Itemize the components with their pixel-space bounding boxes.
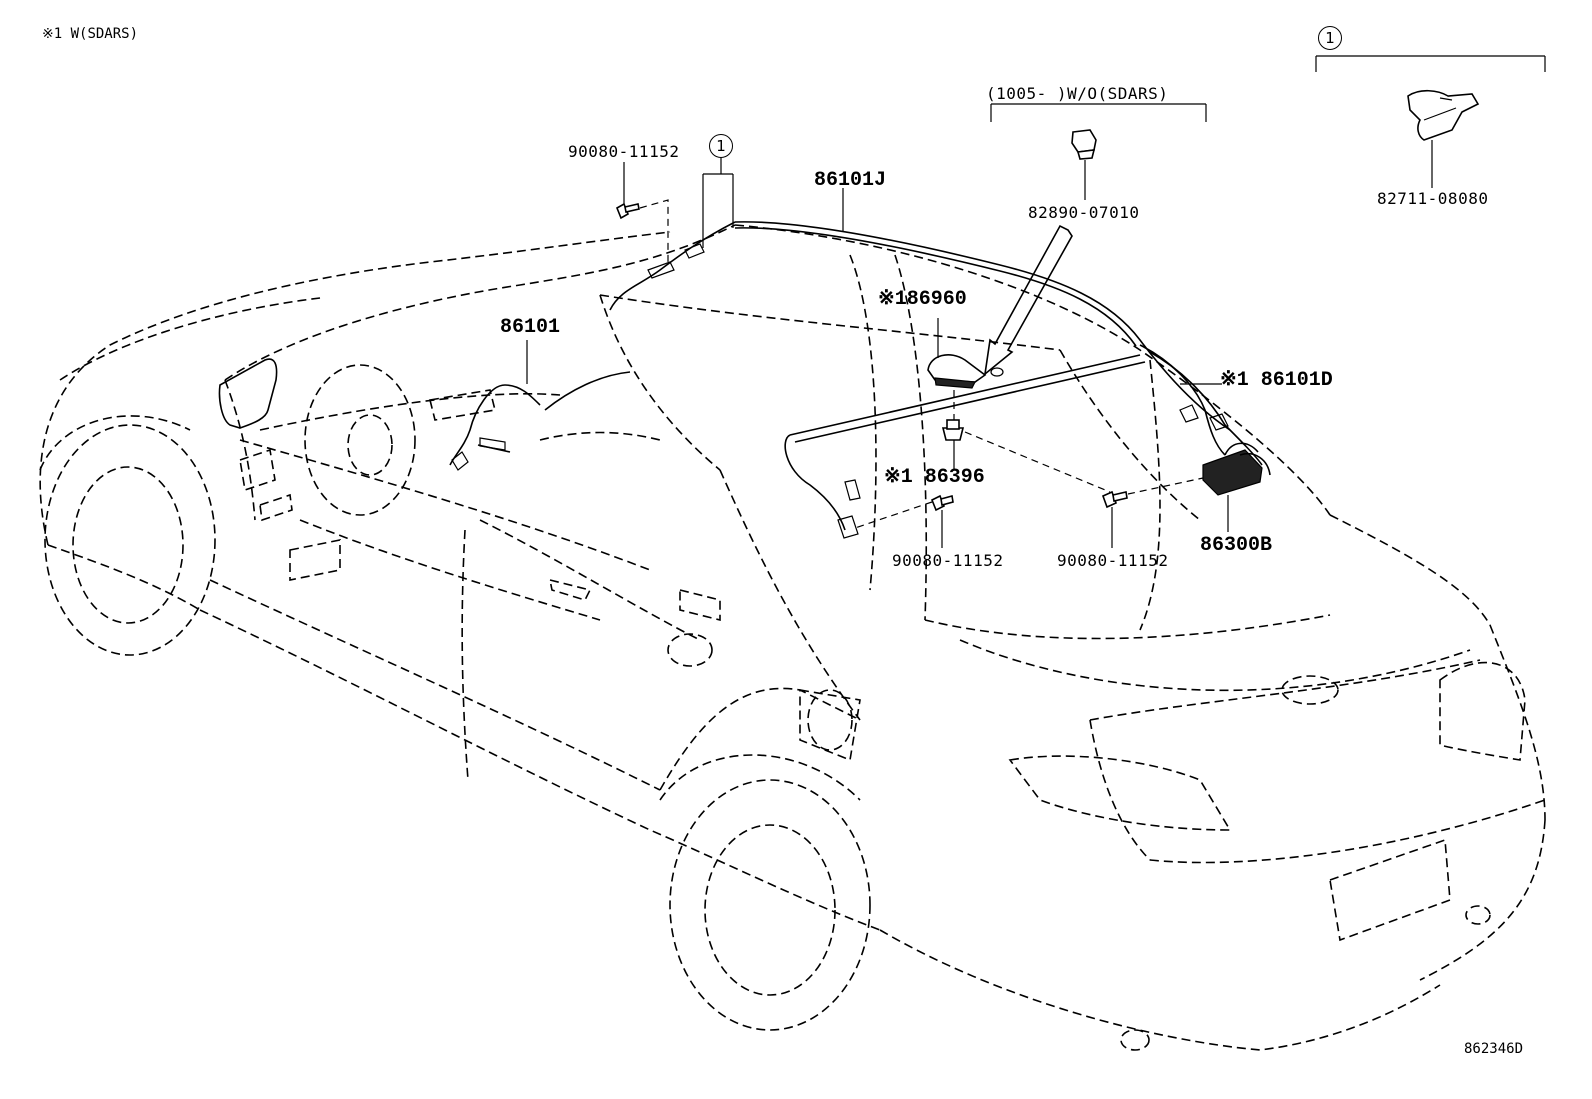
- side-mirror: [218, 358, 278, 429]
- clamp-part: [1407, 89, 1480, 141]
- label-antenna: ※186960: [878, 288, 967, 311]
- label-bolt-center: 90080-11152: [892, 551, 1004, 570]
- leader-lines: [526, 55, 1546, 548]
- label-harness-roof: 86101J: [814, 169, 887, 192]
- wo-sdars-group-label: (1005- )W/O(SDARS): [986, 84, 1169, 103]
- diagram-id: 862346D: [1464, 1041, 1524, 1057]
- callout-circle-1: 1: [709, 134, 733, 158]
- bolts: [615, 202, 1128, 512]
- antenna-element: [927, 354, 1004, 389]
- sdars-note: ※1 W(SDARS): [42, 26, 139, 42]
- label-cord-rear: ※1 86101D: [1220, 369, 1333, 392]
- label-cover: 82890-07010: [1028, 203, 1140, 222]
- label-cord-front: 86101: [500, 316, 561, 339]
- label-pad: ※1 86396: [884, 466, 985, 489]
- pad: [941, 419, 965, 441]
- label-bolt-right: 90080-11152: [1057, 551, 1169, 570]
- amplifier: [1202, 442, 1271, 496]
- label-clamp: 82711-08080: [1377, 189, 1489, 208]
- label-bolt-top-left: 90080-11152: [568, 142, 680, 161]
- callout-circle-1-legend: 1: [1318, 26, 1342, 50]
- antenna-cables: [449, 221, 1263, 539]
- cover-part: [1071, 129, 1097, 160]
- label-amplifier: 86300B: [1200, 534, 1273, 557]
- car-body-outline: [39, 224, 1546, 1051]
